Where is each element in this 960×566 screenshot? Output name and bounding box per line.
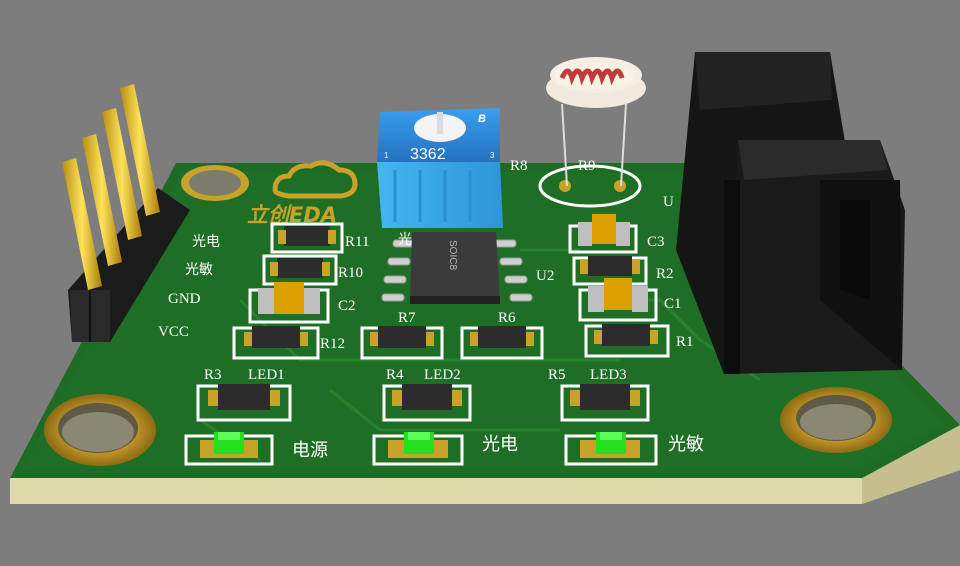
ref-r3: R3 [204, 367, 222, 383]
led-1 [184, 432, 274, 466]
pot-mark: B [478, 113, 486, 125]
led-label-photoelectric: 光电 [482, 434, 518, 455]
edge-mark-u: U [663, 194, 674, 210]
resistor-r1 [584, 324, 670, 358]
ref-r2: R2 [656, 266, 674, 282]
resistor-r7 [360, 326, 444, 360]
resistor-r5 [560, 384, 650, 422]
mounting-hole-top-left [181, 165, 249, 201]
ref-c2: C2 [338, 298, 356, 314]
ref-r6: R6 [498, 310, 516, 326]
ref-r1: R1 [676, 334, 694, 350]
ref-led3: LED3 [590, 367, 627, 383]
resistor-r3 [196, 384, 292, 422]
resistor-r4 [382, 384, 472, 422]
potentiometer: 3362 B 1 3 [377, 108, 503, 228]
ref-r8: R8 [510, 158, 528, 174]
capacitor-c1 [578, 278, 658, 322]
ic-soic8: SOIC8 [381, 232, 533, 304]
ref-r10: R10 [338, 265, 363, 281]
resistor-r6 [460, 326, 544, 360]
pin-label-guangmin: 光敏 [185, 262, 213, 278]
pot-pin-1: 1 [384, 151, 389, 160]
ref-u2: U2 [536, 268, 554, 284]
pot-pin-3: 3 [490, 151, 495, 160]
ic-package-label: SOIC8 [447, 240, 458, 270]
ref-led1: LED1 [248, 367, 285, 383]
capacitor-c2 [248, 282, 330, 324]
led-2 [372, 432, 464, 466]
ref-c1: C1 [664, 296, 682, 312]
slot-sensor [676, 52, 905, 374]
ref-c3: C3 [647, 234, 665, 250]
pin-header [62, 84, 190, 342]
resistor-r12 [232, 326, 320, 360]
resistor-r2 [572, 256, 648, 286]
led-label-photosensitive: 光敏 [668, 434, 704, 455]
ref-r12: R12 [320, 336, 345, 352]
ref-led2: LED2 [424, 367, 461, 383]
resistor-r11 [270, 222, 344, 254]
mounting-hole-bottom-right [780, 387, 892, 453]
photoresistor: R9 [538, 57, 646, 208]
ref-r5: R5 [548, 367, 566, 383]
led-label-power: 电源 [292, 440, 328, 461]
ref-r11: R11 [345, 234, 369, 250]
pot-model: 3362 [410, 146, 446, 163]
ref-r7: R7 [398, 310, 416, 326]
label-guang-partial: 光 [398, 232, 412, 248]
pin-label-gnd: GND [168, 291, 201, 307]
led-3 [564, 432, 658, 466]
capacitor-c3 [568, 214, 638, 254]
pin-label-guangdian: 光电 [192, 234, 220, 250]
ref-r4: R4 [386, 367, 404, 383]
mounting-hole-bottom-left [44, 394, 156, 466]
pin-label-vcc: VCC [158, 324, 189, 340]
